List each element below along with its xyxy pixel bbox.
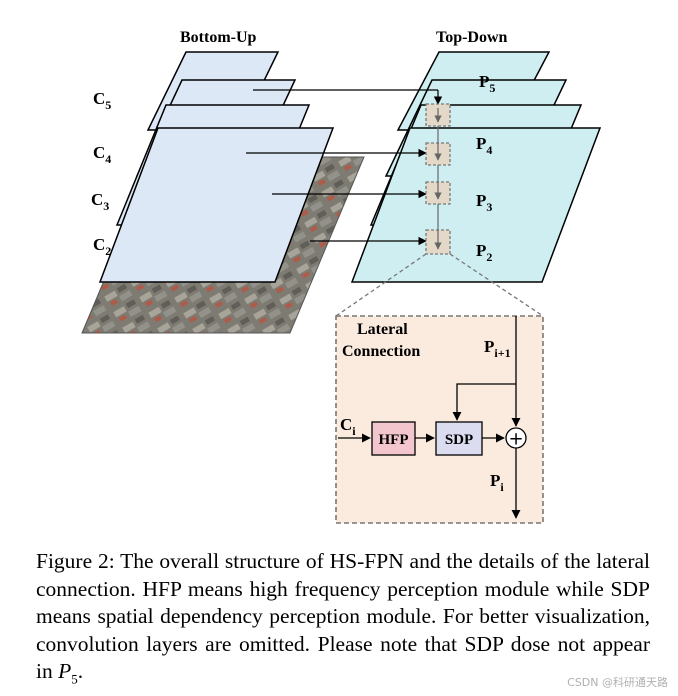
bottom-up-header: Bottom-Up (180, 29, 257, 46)
watermark: CSDN @科研通天路 (567, 676, 668, 689)
label-p5: P5 (479, 72, 495, 95)
hfp-label: HFP (379, 432, 409, 448)
sdp-label: SDP (445, 432, 473, 448)
inset-title-line2: Connection (342, 343, 420, 360)
hfp-box (371, 421, 416, 456)
label-p4: P4 (476, 134, 492, 157)
label-p3: P3 (476, 191, 492, 214)
bottom-up-plane-c2 (98, 127, 335, 283)
top-down-header: Top-Down (436, 29, 508, 46)
figure-caption: Figure 2: The overall structure of HS-FP… (36, 549, 650, 687)
inset-input-label: Ci (340, 415, 356, 438)
label-c4: C4 (93, 143, 111, 166)
sum-plus-icon: + (508, 429, 523, 450)
zoom-line-right (449, 253, 544, 317)
label-c2: C2 (93, 235, 111, 258)
label-c3: C3 (91, 190, 109, 213)
label-p2: P2 (476, 241, 492, 264)
top-down-plane-p2 (350, 127, 602, 283)
inset-top-label: Pi+1 (484, 337, 511, 360)
sdp-box (435, 421, 483, 456)
zoom-line-left (335, 253, 427, 317)
inset-title-line1: Lateral (357, 321, 408, 338)
label-c5: C5 (93, 89, 111, 112)
hs-fpn-diagram: Bottom-Up Top-Down C5 C4 C3 C2 P5 P4 P3 … (81, 29, 602, 524)
lateral-connection-inset (335, 315, 544, 524)
inset-output-label: Pi (490, 471, 504, 494)
